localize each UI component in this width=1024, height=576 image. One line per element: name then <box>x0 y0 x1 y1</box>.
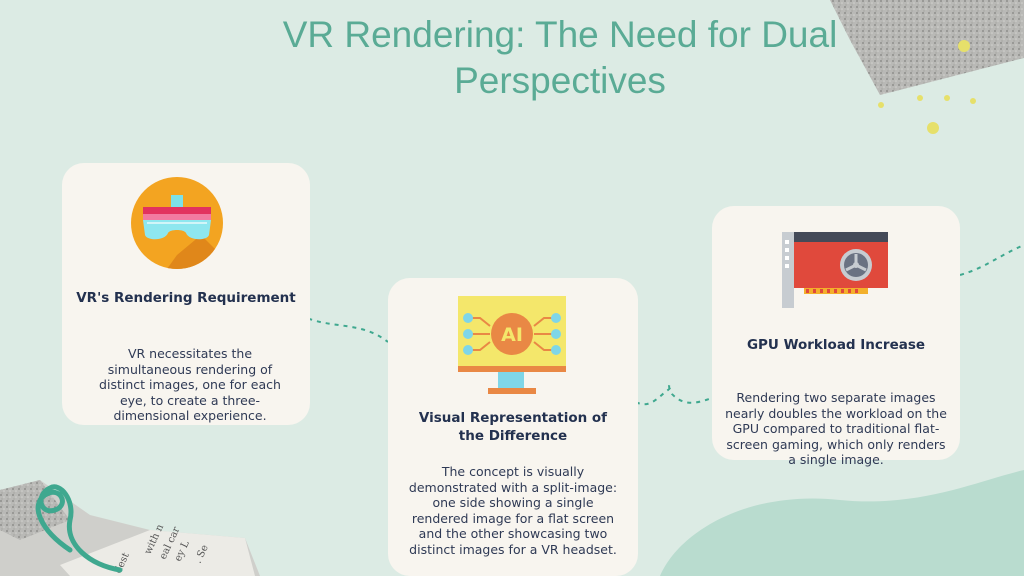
card-heading: GPU Workload Increase <box>746 337 926 353</box>
card-body: Rendering two separate images nearly dou… <box>725 390 947 467</box>
ai-chip-label: AI <box>501 324 523 346</box>
ai-monitor-icon: AI <box>458 296 566 394</box>
card-heading: Visual Representation of the Difference <box>418 410 608 444</box>
newspaper-collage-bottom-left: with n eal car ey L . Se dest <box>0 480 260 576</box>
card-visual-representation: AI Visual Representation of the Differen… <box>388 278 638 576</box>
teal-blob-decoration <box>660 470 1024 576</box>
card-body: The concept is visually demonstrated wit… <box>408 464 618 557</box>
vr-headset-icon <box>131 177 223 269</box>
card-rendering-requirement: VR's Rendering Requirement VR necessitat… <box>62 163 310 425</box>
page-title: VR Rendering: The Need for Dual Perspect… <box>282 14 838 101</box>
graphics-card-icon <box>782 232 888 308</box>
dot-cluster-decoration <box>878 40 976 134</box>
card-gpu-workload: GPU Workload Increase Rendering two sepa… <box>712 206 960 467</box>
card-heading: VR's Rendering Requirement <box>76 290 296 306</box>
paper-texture-top-right <box>830 0 1024 95</box>
card-body: VR necessitates the simultaneous renderi… <box>99 346 281 423</box>
